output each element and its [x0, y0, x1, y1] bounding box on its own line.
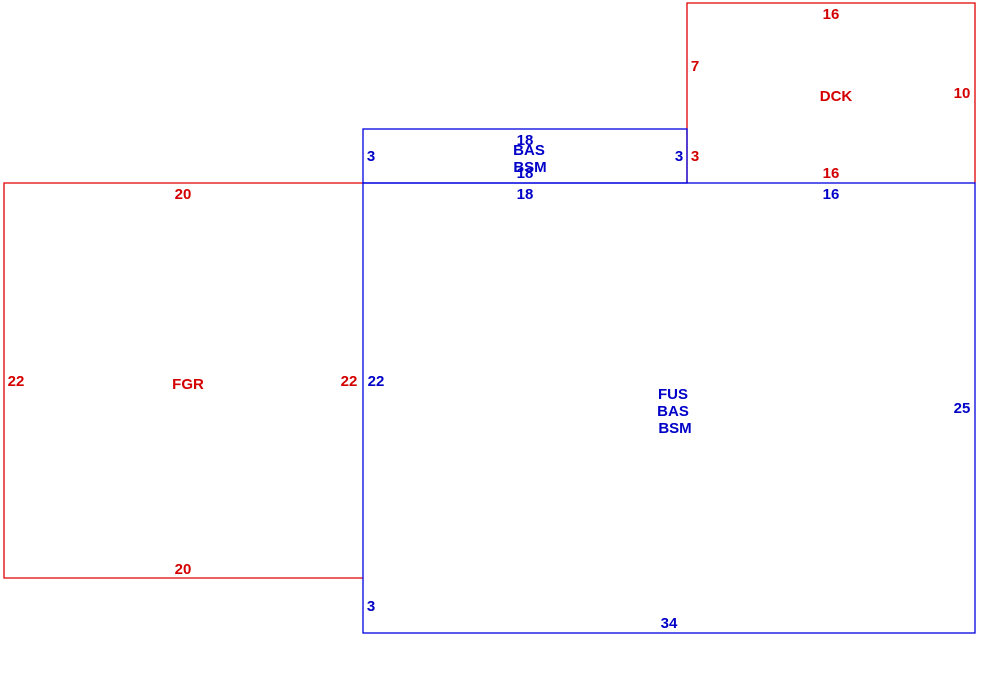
main-dim-top-right: 16 [823, 186, 840, 203]
bay-label-bsm: BSM [513, 159, 546, 176]
main-label-fus: FUS [658, 386, 688, 403]
bay-dim-right: 3 [675, 148, 683, 165]
bay-dim-top: 18 [517, 132, 534, 149]
fgr-dim-left: 22 [8, 373, 25, 390]
main-dim-top-left: 18 [517, 186, 534, 203]
dck-dim-top: 16 [823, 6, 840, 23]
main-outline [362, 182, 976, 634]
bay-dim-bottom: 18 [517, 165, 534, 182]
fgr-dim-right: 22 [341, 373, 358, 390]
fgr-area: 20 20 22 22 FGR [3, 182, 363, 579]
dck-dim-left-lower: 3 [691, 148, 699, 165]
dck-dim-bottom: 16 [823, 165, 840, 182]
main-label-bsm: BSM [658, 420, 691, 437]
fgr-outline [3, 182, 363, 579]
fgr-dim-top: 20 [175, 186, 192, 203]
fgr-label: FGR [172, 376, 204, 393]
main-area: 18 16 22 3 25 34 FUS BAS BSM [362, 182, 976, 634]
dck-label: DCK [820, 88, 853, 105]
dck-outline [686, 2, 976, 183]
main-dim-right: 25 [954, 400, 971, 417]
dck-dim-right: 10 [954, 85, 971, 102]
main-dim-bottom: 34 [661, 615, 678, 632]
bay-label-bas: BAS [513, 142, 545, 159]
main-label-bas: BAS [657, 403, 689, 420]
main-dim-left-lower: 3 [367, 598, 375, 615]
dck-dim-left: 7 [691, 58, 699, 75]
bay-dim-left: 3 [367, 148, 375, 165]
dck-area: 16 16 7 3 10 DCK [686, 2, 976, 183]
fgr-dim-bottom: 20 [175, 561, 192, 578]
main-dim-left-upper: 22 [368, 373, 385, 390]
bay-area: 18 18 3 3 BAS BSM [362, 128, 688, 184]
